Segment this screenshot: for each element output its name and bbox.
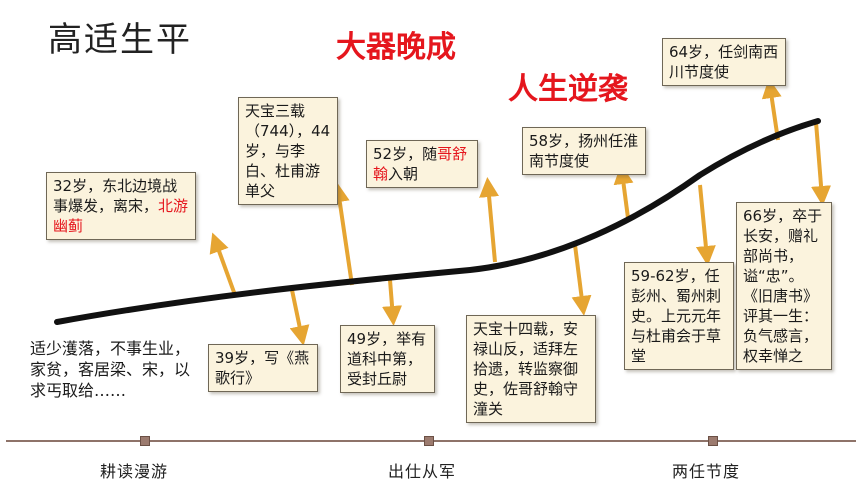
event-box-64: 64岁，任剑南西川节度使 <box>662 38 786 86</box>
intro-text: 适少濩落，不事生业，家贫，客居梁、宋，以求丐取给…… <box>30 339 191 400</box>
event-box-39: 39岁，写《燕歌行》 <box>208 344 318 392</box>
slogan-life-comeback: 人生逆袭 <box>508 72 628 107</box>
page-title: 高适生平 <box>48 20 192 60</box>
arrow-e66 <box>811 121 832 206</box>
stage-marker-1 <box>140 436 150 446</box>
arrow-e39 <box>289 289 310 346</box>
stage-marker-2 <box>424 436 434 446</box>
arrow-e64 <box>761 78 782 141</box>
event-box-58: 58岁，扬州任淮南节度使 <box>522 127 646 175</box>
slogan-late-bloomer: 大器晚成 <box>336 30 456 65</box>
arrow-e32 <box>209 232 237 296</box>
stage-label-farming-travel: 耕读漫游 <box>100 462 169 481</box>
arrow-e55 <box>571 244 592 316</box>
arrow-e52 <box>479 177 500 263</box>
event-box-52: 52岁，随哥舒翰入朝 <box>366 140 478 188</box>
arrow-e49 <box>382 279 403 326</box>
event-box-59: 59-62岁，任彭州、蜀州刺史。上元元年与杜甫会于草堂 <box>624 262 734 370</box>
event-box-32: 32岁，东北边境战事爆发，离宋，北游幽蓟 <box>46 172 196 240</box>
arrow-e44 <box>329 182 354 286</box>
event-box-49: 49岁，举有道科中第，受封丘尉 <box>340 325 435 393</box>
event-box-44: 天宝三载（744），44岁，与李白、杜甫游单父 <box>238 97 338 205</box>
stage-marker-3 <box>708 436 718 446</box>
stage-label-two-governorships: 两任节度 <box>672 462 741 481</box>
arrow-e58 <box>613 164 634 219</box>
stage-label-official-military: 出仕从军 <box>388 462 457 481</box>
arrow-e59 <box>695 184 716 266</box>
event-box-55: 天宝十四载，安禄山反，适拜左拾遗，转监察御史，佐哥舒翰守潼关 <box>466 315 596 423</box>
life-curve <box>54 118 821 325</box>
event-box-66: 66岁，卒于长安，赠礼部尚书，谥“忠”。《旧唐书》评其一生：负气感言，权幸惮之 <box>736 202 832 370</box>
